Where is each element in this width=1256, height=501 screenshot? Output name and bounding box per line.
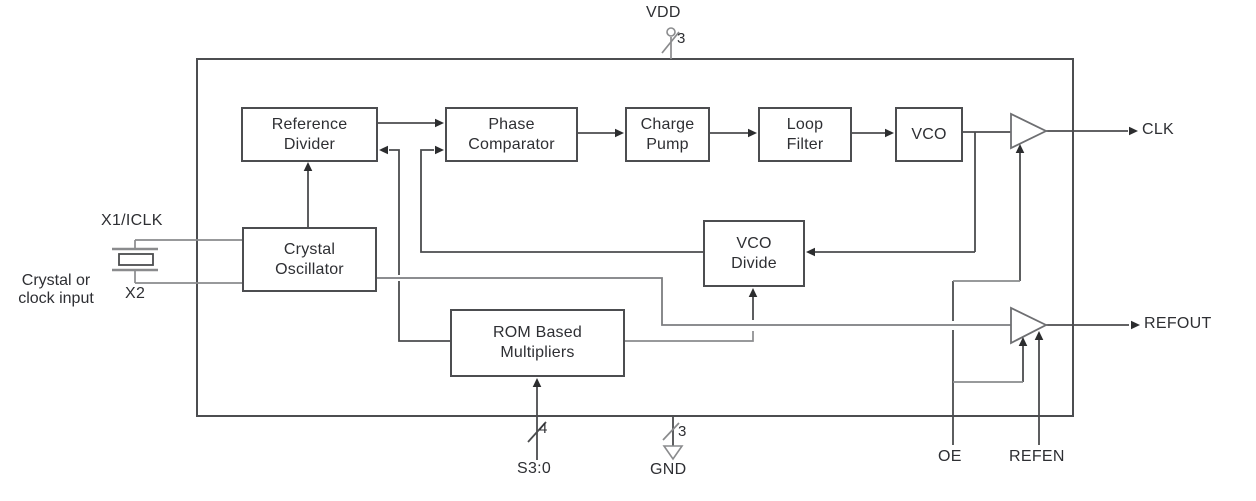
block-label: Charge <box>640 115 695 133</box>
block-phase-comparator: Phase Comparator <box>445 107 578 162</box>
arrow-into-refdiv-right <box>379 145 388 155</box>
block-label: Crystal <box>283 240 336 258</box>
rom-to-refdiv-wire <box>389 149 450 342</box>
block-label: Comparator <box>468 135 555 153</box>
crystal-input-note: Crystal or clock input <box>2 272 110 308</box>
arrow-into-loopfilter <box>748 128 757 138</box>
bus-slash-icon <box>527 421 547 443</box>
crystal-input-note-line1: Crystal or <box>21 272 91 289</box>
clk-buffer-icon <box>1010 112 1049 150</box>
arrow-refout-out <box>1131 320 1140 330</box>
block-label: Reference <box>271 115 348 133</box>
pin-label-oe: OE <box>938 448 962 465</box>
arrow-refen-into-refout-buffer <box>1034 331 1044 340</box>
pin-label-vdd: VDD <box>646 4 681 21</box>
crystal-icon <box>112 247 158 272</box>
block-vco: VCO <box>895 107 963 162</box>
vdd-bus-width: 3 <box>677 30 686 47</box>
arrow-into-vcodivide-bottom <box>748 288 758 297</box>
arrowheads <box>303 118 1140 387</box>
chip-boundary <box>196 58 1074 417</box>
bus-slash-icon <box>662 422 680 441</box>
block-charge-pump: Charge Pump <box>625 107 710 162</box>
arrow-into-vcodivide-right <box>806 247 815 257</box>
rom-to-vcodivide-wire <box>625 331 754 342</box>
bus-slash-icon <box>661 31 680 54</box>
block-label: Loop <box>786 115 824 133</box>
crystal-input-note-line2: clock input <box>18 290 94 307</box>
block-loop-filter: Loop Filter <box>758 107 852 162</box>
x2-wire <box>134 270 243 284</box>
arrow-oe-into-refout-buffer <box>1018 337 1028 346</box>
block-label: Phase <box>488 115 535 133</box>
block-rom-multipliers: ROM Based Multipliers <box>450 309 625 377</box>
block-label: Oscillator <box>275 260 344 278</box>
pin-label-x1iclk: X1/ICLK <box>101 212 163 229</box>
pin-label-x2: X2 <box>125 285 146 302</box>
reference-route-wires <box>377 277 1011 326</box>
x1-wire <box>134 239 243 249</box>
s-bus-width: 4 <box>539 420 548 437</box>
vcodivide-to-phase-wire <box>420 149 703 253</box>
block-label: ROM Based <box>493 324 582 341</box>
oe-wire <box>952 153 1021 445</box>
block-crystal-oscillator: Crystal Oscillator <box>242 227 377 292</box>
arrow-into-phase-bottom <box>435 145 444 155</box>
arrow-into-phase-top <box>435 118 444 128</box>
block-vco-divide: VCO Divide <box>703 220 805 287</box>
block-label: Filter <box>786 135 824 153</box>
block-label: Divide <box>731 254 777 272</box>
vco-feedback-wire <box>815 132 976 253</box>
crystalosc-to-refout-buffer-wire <box>377 277 1011 326</box>
pin-label-gnd: GND <box>650 461 687 478</box>
block-label: Multipliers <box>500 344 575 361</box>
pin-label-s30: S3:0 <box>517 460 552 477</box>
arrow-into-rom-bottom <box>532 378 542 387</box>
pin-label-refen: REFEN <box>1009 448 1065 465</box>
light-wires <box>134 31 1023 441</box>
arrow-into-chargepump <box>615 128 624 138</box>
block-label: VCO <box>911 125 947 143</box>
gnd-bus-width: 3 <box>678 423 687 440</box>
block-label: VCO <box>736 234 772 252</box>
block-reference-divider: Reference Divider <box>241 107 378 162</box>
arrow-into-refdiv-bottom <box>303 162 313 171</box>
block-label: Pump <box>646 135 689 153</box>
pin-label-refout: REFOUT <box>1144 315 1212 332</box>
signal-wires <box>307 122 1129 460</box>
ground-icon <box>662 445 684 461</box>
arrow-into-vco <box>885 128 894 138</box>
pin-label-clk: CLK <box>1142 121 1175 138</box>
arrow-into-clk-buffer <box>1015 144 1025 153</box>
vdd-pin-circle-icon <box>666 27 676 37</box>
refout-buffer-icon <box>1010 306 1049 345</box>
block-label: Divider <box>283 135 336 153</box>
arrow-clk-out <box>1129 126 1138 136</box>
